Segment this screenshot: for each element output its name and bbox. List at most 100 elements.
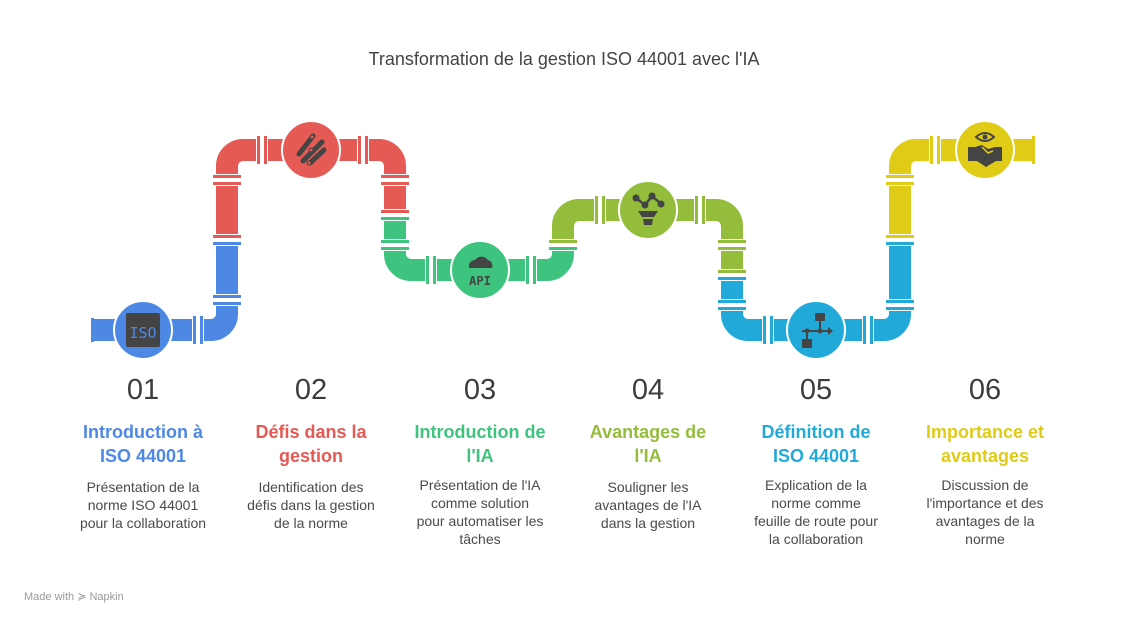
pipe-flange <box>193 316 196 344</box>
description-line: Présentation de la <box>86 479 200 495</box>
description-line: pour la collaboration <box>79 515 207 531</box>
pipe-flange <box>213 182 241 185</box>
description-line: Présentation de l'IA <box>419 477 541 493</box>
step-description: Identification des défis dans la gestion d… <box>231 478 391 532</box>
description-line: norme ISO 44001 <box>87 497 199 513</box>
pipe-flange <box>213 302 241 305</box>
challenge-icon <box>296 133 327 166</box>
pipe-flange <box>886 307 914 310</box>
heading-line: gestion <box>278 446 343 466</box>
pipe-segment <box>889 139 1035 240</box>
pipe-flange <box>200 316 203 344</box>
heading-line: ISO 44001 <box>99 446 187 466</box>
heading-line: Avantages de <box>589 422 707 442</box>
pipe-flange <box>695 196 698 224</box>
pipe-flange <box>937 136 940 164</box>
pipe-flange <box>718 300 746 303</box>
pipe-flange <box>381 182 409 185</box>
heading-line: ISO 44001 <box>772 446 860 466</box>
pipe-flange <box>718 240 746 243</box>
pipe-flange <box>886 300 914 303</box>
description-line: dans la gestion <box>600 515 696 531</box>
pipe-flange <box>381 247 409 250</box>
pipe-flange <box>381 240 409 243</box>
step-number: 01 <box>126 374 160 406</box>
description-line: avantages de la <box>935 513 1035 529</box>
pipe-flange <box>365 136 368 164</box>
description-line: défis dans la gestion <box>247 497 375 513</box>
svg-text:ISO: ISO <box>129 324 156 342</box>
pipeline-diagram: ISO API <box>91 120 1035 360</box>
step-description: Présentation de la norme ISO 44001 pour la… <box>63 478 223 532</box>
heading-line: Introduction de <box>414 422 546 442</box>
step-heading: Avantages de l'IA <box>568 420 728 468</box>
made-with-napkin-footer: Made with ≽ Napkin <box>24 591 124 603</box>
heading-line: avantages <box>940 446 1030 466</box>
step-node-1: ISO <box>113 300 173 360</box>
step-number: 02 <box>294 374 328 406</box>
pipe-flange <box>595 196 598 224</box>
pipe-flange <box>381 210 409 213</box>
heading-line: Défis dans la <box>255 422 367 442</box>
pipe-flange <box>213 175 241 178</box>
pipe-flange <box>718 270 746 273</box>
pipe-flange <box>257 136 260 164</box>
pipe-flange <box>426 256 429 284</box>
pipe-segment <box>91 240 238 341</box>
heading-line: l'IA <box>634 446 662 466</box>
handshake-eye-icon <box>968 132 1002 167</box>
pipe-flange <box>533 256 536 284</box>
pipe-flange <box>930 136 933 164</box>
pipe-flange <box>718 277 746 280</box>
description-line: Explication de la <box>765 477 867 493</box>
pipe-flange <box>718 247 746 250</box>
step-number: 03 <box>463 374 497 406</box>
pipe-flange <box>886 175 914 178</box>
description-line: Identification des <box>258 479 364 495</box>
step-heading: Défis dans la gestion <box>231 420 391 468</box>
pipe-flange <box>870 316 873 344</box>
description-line: de la norme <box>274 515 348 531</box>
pipe-flange <box>549 247 577 250</box>
description-line: l'importance et des <box>926 495 1044 511</box>
step-heading: Importance et avantages <box>905 420 1065 468</box>
step-node-3: API <box>450 240 510 300</box>
flowchart-icon <box>802 313 833 348</box>
description-line: tâches <box>459 531 501 547</box>
step-node-2 <box>281 120 341 180</box>
step-node-5 <box>786 300 846 360</box>
step-number: 05 <box>799 374 833 406</box>
heading-line: Importance et <box>925 422 1045 442</box>
pipe-flange <box>718 307 746 310</box>
description-line: pour automatiser les <box>416 513 544 529</box>
pipe-flange <box>433 256 436 284</box>
pipe-flange <box>526 256 529 284</box>
pipe-flange <box>770 316 773 344</box>
pipe-flange <box>886 242 914 245</box>
description-line: Souligner les <box>607 479 689 495</box>
page-title: Transformation de la gestion ISO 44001 a… <box>368 49 760 69</box>
svg-text:API: API <box>469 274 491 288</box>
heading-line: l'IA <box>466 446 494 466</box>
pipe-flange <box>381 175 409 178</box>
pipe-flange <box>213 235 241 238</box>
step-number: 04 <box>631 374 665 406</box>
pipe-flange <box>213 242 241 245</box>
pipe-flange <box>886 182 914 185</box>
pipe-flange <box>763 316 766 344</box>
heading-line: Introduction à <box>83 422 203 442</box>
data-funnel-icon <box>632 192 665 225</box>
cloud-api-icon: API <box>469 256 493 288</box>
iso-icon: ISO <box>126 313 160 347</box>
